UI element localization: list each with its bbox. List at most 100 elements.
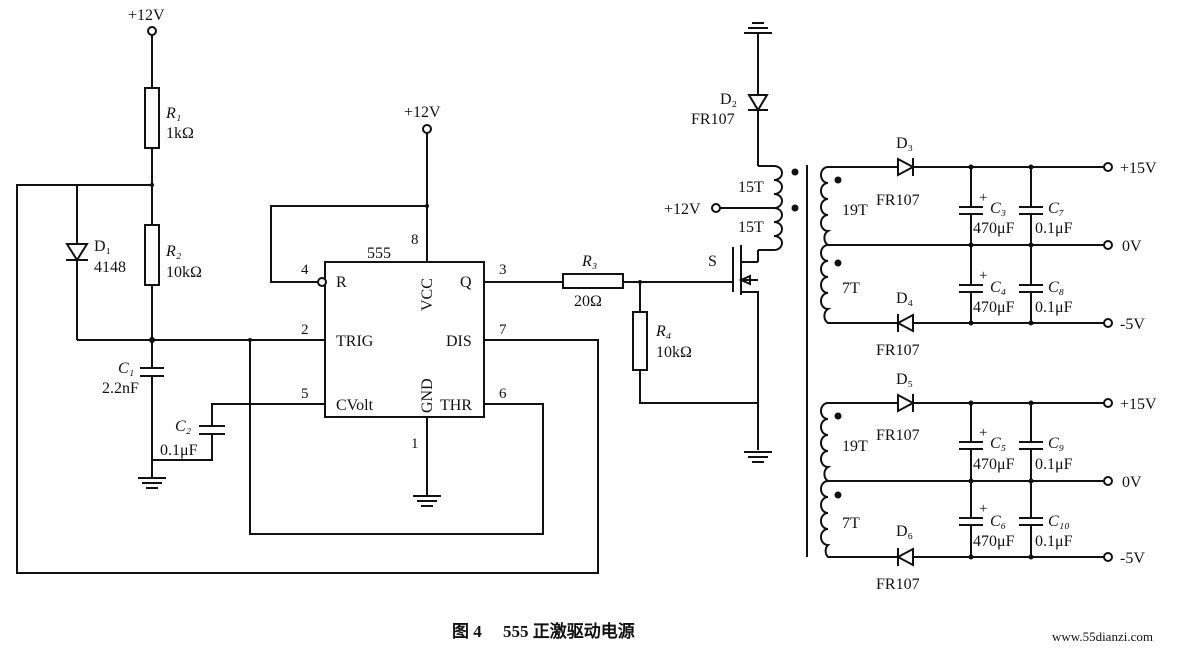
sec2-upper-turns: 19T [842, 438, 868, 455]
output-terminal-2-neg [1103, 552, 1113, 562]
pin-number-8: 8 [411, 232, 419, 248]
primary-top-turns: 15T [738, 179, 764, 196]
c5-value: 470μF [973, 456, 1015, 473]
output-terminal-1-neg [1103, 318, 1113, 328]
c3-value: 470μF [973, 220, 1015, 237]
primary-winding-top [758, 165, 783, 209]
mosfet-switch [732, 245, 759, 450]
secondary-winding-2-upper [820, 402, 840, 482]
d5-ref: D₅ [896, 371, 913, 388]
d1-value: 4148 [94, 259, 126, 276]
ground-c1 [138, 477, 166, 489]
d1-ref: D₁ [94, 238, 111, 255]
output-label-2-neg: -5V [1120, 550, 1145, 567]
diode-d3 [897, 157, 916, 177]
ground-ic [413, 495, 441, 507]
pin-number-5: 5 [301, 386, 309, 402]
pin-number-3: 3 [499, 262, 507, 278]
output-terminal-1-zero [1103, 240, 1113, 250]
secondary-winding-1-upper [820, 166, 840, 246]
output-label-1-pos: +15V [1120, 160, 1157, 177]
sec1-lower-turns: 7T [842, 280, 860, 297]
r4-ref: R₄ [655, 323, 671, 340]
pin-label-thr: THR [440, 397, 472, 414]
c2-value: 0.1μF [160, 442, 198, 459]
diode-d1 [65, 243, 89, 262]
c7-value: 0.1μF [1035, 220, 1073, 237]
sec1-upper-turns: 19T [842, 202, 868, 219]
c2-ref: C₂ [175, 418, 192, 435]
secondary-winding-2-lower [820, 480, 840, 558]
supply-label-top: +12V [128, 7, 165, 24]
c4-ref: C₄ [990, 279, 1006, 296]
resistor-r2 [144, 224, 160, 286]
pin-label-trig: TRIG [336, 333, 374, 350]
supply-terminal-top [147, 26, 157, 36]
diode-d2 [747, 94, 769, 112]
d3-value: FR107 [876, 192, 920, 209]
r1-value: 1kΩ [166, 125, 194, 142]
output-label-2-zero: 0V [1122, 474, 1142, 491]
output-terminal-2-zero [1103, 476, 1113, 486]
c6-ref: C₆ [990, 513, 1006, 530]
resistor-r3 [562, 273, 624, 289]
c3-ref: C₃ [990, 200, 1006, 217]
c10-value: 0.1μF [1035, 533, 1073, 550]
resistor-r4 [632, 311, 648, 371]
sec2-lower-turns: 7T [842, 515, 860, 532]
diode-d4 [895, 313, 914, 333]
c9-value: 0.1μF [1035, 456, 1073, 473]
c1-ref: C₁ [118, 360, 134, 377]
output-label-1-zero: 0V [1122, 238, 1142, 255]
output-label-2-pos: +15V [1120, 396, 1157, 413]
supply-label-transformer: +12V [664, 201, 701, 218]
svg-text:+: + [979, 501, 987, 517]
svg-text:+: + [979, 268, 987, 284]
pin-number-6: 6 [499, 386, 507, 402]
resistor-r1 [144, 87, 160, 149]
r2-ref: R₂ [165, 243, 182, 260]
pin-label-gnd: GND [419, 378, 436, 413]
c8-ref: C₈ [1048, 279, 1064, 296]
c1-value: 2.2nF [102, 380, 139, 397]
output-terminal-2-pos [1103, 398, 1113, 408]
mosfet-ref: S [708, 253, 717, 270]
supply-label-vcc: +12V [404, 104, 441, 121]
ground-source [744, 451, 772, 463]
r3-value: 20Ω [574, 293, 602, 310]
d4-value: FR107 [876, 342, 920, 359]
svg-text:+: + [979, 425, 987, 441]
pin-label-q: Q [460, 274, 472, 291]
watermark: www.55dianzi.com [1052, 629, 1153, 644]
r1-ref: R₁ [165, 105, 181, 122]
primary-section: D₂ FR107 15T 15T +12V S [664, 22, 808, 557]
d2-value: FR107 [691, 111, 735, 128]
supply-terminal-transformer [711, 203, 721, 213]
pin-number-2: 2 [301, 322, 309, 338]
secondary-winding-1-lower [820, 244, 840, 324]
ground-top [744, 22, 772, 34]
primary-bottom-turns: 15T [738, 219, 764, 236]
d6-value: FR107 [876, 576, 920, 593]
c7-ref: C₇ [1048, 200, 1065, 217]
d6-ref: D₆ [896, 523, 913, 540]
supply-terminal-vcc [422, 124, 432, 134]
c8-value: 0.1μF [1035, 299, 1073, 316]
diode-d5 [897, 393, 916, 413]
svg-text:+: + [979, 190, 987, 206]
r4-value: 10kΩ [656, 344, 692, 361]
diode-d6 [895, 547, 914, 567]
c4-value: 470μF [973, 299, 1015, 316]
output-label-1-neg: -5V [1120, 316, 1145, 333]
pin-label-r: R [336, 274, 347, 291]
c5-ref: C₅ [990, 435, 1006, 452]
figure-caption: 图 4 555 正激驱动电源 [452, 621, 635, 641]
d4-ref: D₄ [896, 290, 914, 307]
d3-ref: D₃ [896, 135, 913, 152]
c10-ref: C₁₀ [1048, 513, 1070, 530]
d2-ref: D₂ [720, 91, 737, 108]
d5-value: FR107 [876, 427, 920, 444]
ic-name: 555 [367, 245, 391, 262]
ic-555-body [324, 261, 485, 418]
